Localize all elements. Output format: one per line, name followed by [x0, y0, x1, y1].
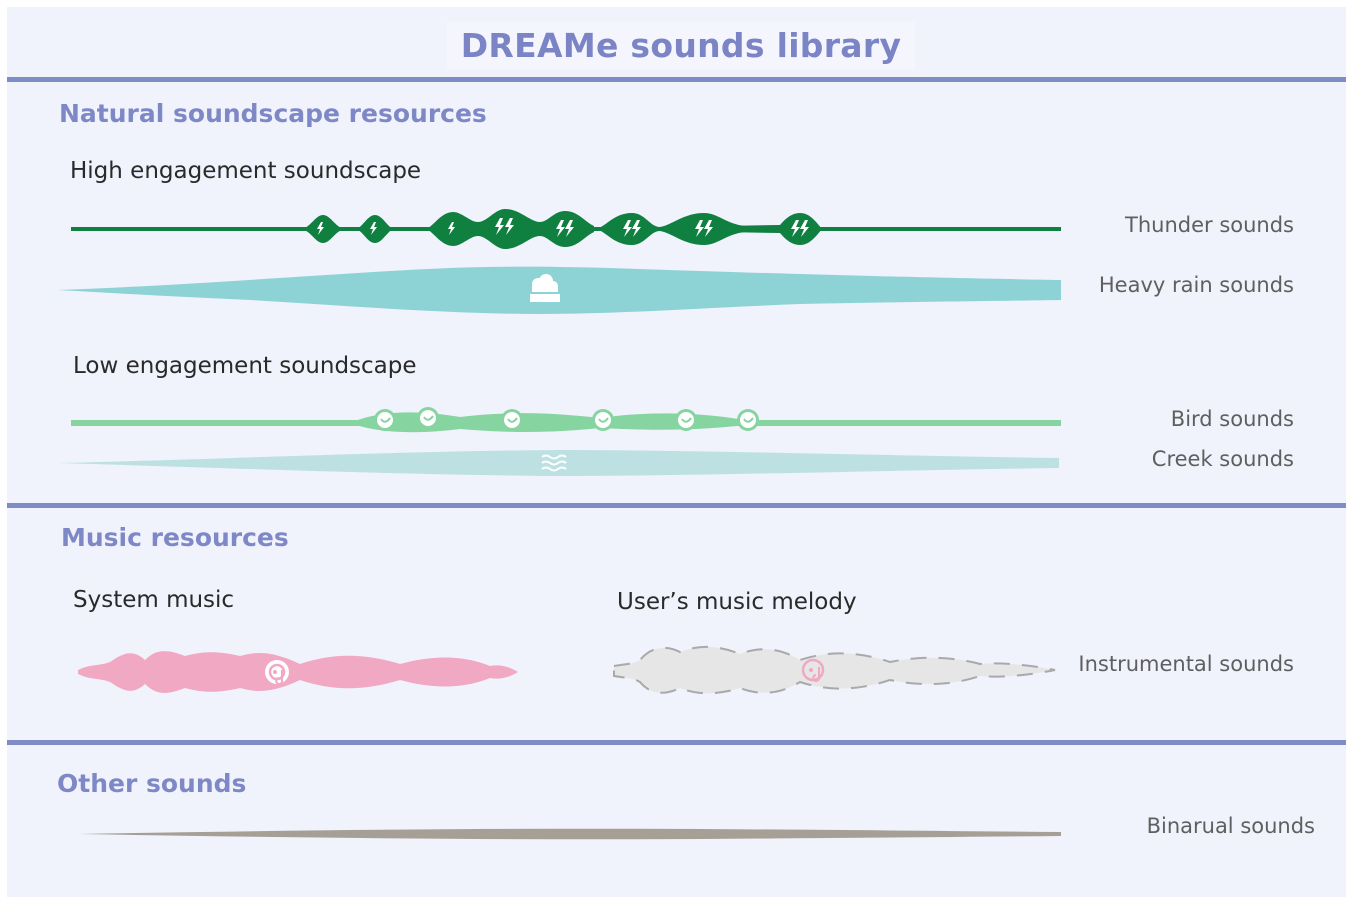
lightning-icon	[317, 218, 809, 237]
high-engagement-title: High engagement soundscape	[70, 158, 422, 184]
rain-cloud-icon	[530, 274, 560, 302]
music-disc-icon	[801, 658, 825, 682]
bird-label: Bird sounds	[1170, 407, 1294, 431]
divider-top	[7, 77, 1346, 82]
music-disc-icon	[265, 660, 289, 685]
creek-label: Creek sounds	[1151, 447, 1294, 471]
bird-icon	[374, 407, 759, 431]
binaural-label: Binarual sounds	[1146, 814, 1315, 838]
page-title: DREAMe sounds library	[460, 26, 902, 65]
binaural-track	[80, 828, 1061, 840]
thunder-label: Thunder sounds	[1125, 213, 1294, 237]
water-waves-icon	[541, 454, 567, 472]
section-heading-music: Music resources	[61, 523, 289, 552]
user-music-title: User’s music melody	[617, 589, 857, 615]
system-music-track	[78, 651, 518, 693]
section-heading-other: Other sounds	[57, 769, 247, 798]
bird-track	[71, 412, 1061, 433]
low-engagement-title: Low engagement soundscape	[73, 353, 417, 379]
title-box	[447, 22, 915, 70]
rain-track	[58, 266, 1061, 314]
system-music-title: System music	[73, 587, 235, 613]
divider-other	[7, 740, 1346, 745]
instrumental-label: Instrumental sounds	[1078, 652, 1294, 676]
rain-label: Heavy rain sounds	[1098, 273, 1294, 297]
user-music-track	[613, 646, 1056, 695]
divider-music	[7, 503, 1346, 508]
section-heading-natural: Natural soundscape resources	[59, 99, 487, 128]
